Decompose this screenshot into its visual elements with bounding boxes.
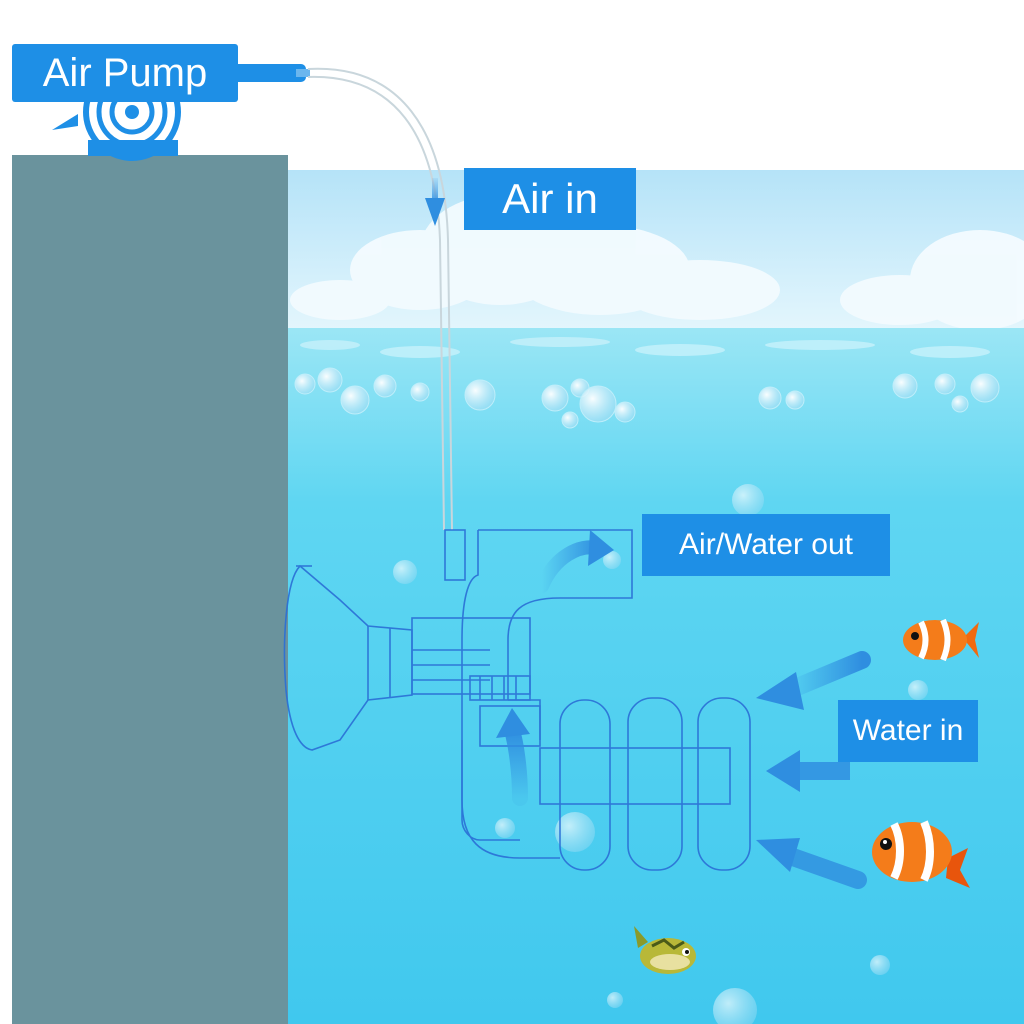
underwater-bubbles bbox=[393, 484, 943, 1024]
water-body bbox=[286, 328, 1024, 1024]
clownfish-icon bbox=[872, 820, 970, 888]
water-in-arrow-middle-icon bbox=[766, 750, 850, 792]
intake-up-arrow-icon bbox=[496, 708, 530, 806]
hose-connector bbox=[232, 64, 306, 82]
clownfish-icon bbox=[903, 618, 979, 662]
surface-bubbles bbox=[294, 367, 1000, 429]
tank-wall bbox=[12, 155, 288, 1024]
sponge-filter-icon bbox=[283, 529, 751, 871]
air-in-label: Air in bbox=[464, 168, 636, 230]
water-in-label: Water in bbox=[838, 700, 978, 762]
air-water-out-arrow-icon bbox=[535, 530, 614, 593]
water-in-arrow-top-icon bbox=[756, 651, 871, 710]
bass-fish-icon bbox=[634, 926, 696, 974]
air-water-out-label: Air/Water out bbox=[642, 514, 890, 576]
water-surface-ripples bbox=[300, 337, 990, 358]
air-pump-label: Air Pump bbox=[12, 44, 238, 102]
air-in-arrow-icon bbox=[425, 178, 445, 226]
water-in-arrow-bottom-icon bbox=[756, 838, 867, 889]
